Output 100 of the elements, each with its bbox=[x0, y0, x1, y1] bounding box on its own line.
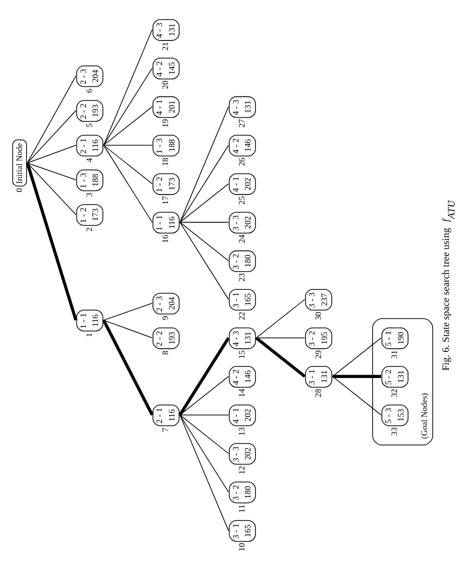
connector bbox=[180, 222, 229, 300]
node-label: 10 bbox=[236, 542, 247, 552]
connector bbox=[332, 376, 382, 416]
node-box: 3 - 2 195 bbox=[305, 328, 332, 350]
node-label: 16 bbox=[160, 234, 170, 244]
connector bbox=[103, 144, 153, 184]
node-box: 1 - 3 188 bbox=[76, 170, 104, 192]
node-label: 8 bbox=[160, 350, 170, 355]
connector bbox=[178, 337, 230, 416]
node-label: 25 bbox=[236, 196, 247, 205]
node-label: 18 bbox=[160, 158, 170, 166]
node-label: 0 bbox=[14, 188, 24, 192]
node-label: 3 bbox=[84, 192, 94, 197]
connector bbox=[103, 29, 153, 146]
connector bbox=[255, 336, 306, 378]
connector bbox=[256, 298, 306, 338]
node-label: 12 bbox=[236, 466, 247, 474]
node-box: 4 - 3 131 bbox=[152, 19, 180, 41]
node-label: 32 bbox=[389, 388, 400, 398]
node-box: 4 - 1 201 bbox=[152, 96, 180, 118]
node-label: 7 bbox=[160, 428, 170, 432]
node-box: 4 - 3 131 bbox=[228, 96, 256, 118]
node-box: 5 - 1 190 bbox=[381, 328, 408, 350]
node-label: 27 bbox=[236, 119, 247, 128]
connector bbox=[103, 106, 153, 146]
node-box: 1 - 3 188 bbox=[152, 134, 180, 156]
connector bbox=[103, 68, 153, 146]
node-label: 4 bbox=[84, 158, 94, 162]
connector bbox=[26, 76, 76, 164]
node-label: 33 bbox=[389, 427, 400, 436]
node-label: 28 bbox=[312, 388, 323, 398]
node-box: 1 - 2 173 bbox=[76, 204, 104, 226]
node-box: 3 - 1 131 bbox=[305, 366, 332, 388]
node-box: 2 - 1 116 bbox=[152, 404, 180, 426]
node-label: 22 bbox=[236, 312, 247, 320]
node-label: 5 bbox=[84, 123, 94, 128]
connector bbox=[180, 414, 229, 531]
node-label: 19 bbox=[160, 119, 170, 128]
connector bbox=[102, 319, 154, 416]
connector bbox=[103, 320, 153, 338]
connector bbox=[180, 376, 229, 416]
node-label: 2 bbox=[84, 227, 94, 232]
connector bbox=[180, 414, 229, 454]
node-box: 5 - 2 131 bbox=[381, 366, 408, 388]
node-box: 4 - 1 202 bbox=[228, 173, 256, 195]
connector bbox=[180, 222, 229, 223]
node-box: 4 - 2 145 bbox=[152, 58, 180, 80]
connector bbox=[180, 414, 229, 492]
node-box: 3 - 3 202 bbox=[228, 443, 256, 465]
node-label: 24 bbox=[236, 234, 247, 244]
connector bbox=[26, 162, 78, 321]
node-label: 20 bbox=[160, 80, 170, 89]
node-box: 5 - 3 153 bbox=[381, 404, 408, 426]
connector bbox=[180, 106, 229, 223]
node-box: 3 - 1 165 bbox=[228, 288, 256, 311]
node-label: 26 bbox=[236, 158, 247, 166]
connector bbox=[26, 162, 76, 180]
node-box: 4 - 3 131 bbox=[228, 328, 256, 350]
connector bbox=[180, 222, 229, 262]
node-box: 2 - 2 193 bbox=[152, 328, 180, 350]
node-box: 3 - 2 180 bbox=[228, 250, 256, 272]
node-box: 3 - 3 202 bbox=[228, 212, 256, 234]
connector bbox=[103, 144, 153, 146]
node-label: 17 bbox=[160, 196, 170, 205]
node-box: 4 - 2 146 bbox=[228, 134, 256, 156]
node-box: 1 - 1 116 bbox=[152, 212, 180, 234]
node-label: 14 bbox=[236, 388, 247, 398]
node-label: 23 bbox=[236, 273, 247, 282]
connector bbox=[103, 302, 153, 321]
connector bbox=[180, 144, 229, 223]
node-box: 4 - 1 202 bbox=[228, 404, 256, 426]
node-box: 3 - 3 237 bbox=[305, 288, 332, 311]
node-box: 1 - 2 173 bbox=[152, 173, 180, 195]
node-box: 2 - 2 193 bbox=[76, 100, 104, 122]
node-box: 3 - 2 180 bbox=[228, 482, 256, 504]
node-label: 31 bbox=[389, 350, 400, 359]
node-label: 1 bbox=[84, 332, 94, 338]
node-box: 1 - 1 116 bbox=[76, 310, 104, 332]
connector bbox=[332, 338, 382, 377]
connector bbox=[26, 110, 76, 164]
node-label: 13 bbox=[236, 427, 247, 436]
node-label: 21 bbox=[160, 42, 170, 50]
node-box: 2 - 3 204 bbox=[76, 65, 104, 88]
node-box: Initial Node bbox=[12, 139, 27, 186]
node-label: 9 bbox=[160, 316, 170, 320]
node-label: 29 bbox=[312, 350, 323, 359]
connector bbox=[332, 374, 382, 378]
node-label: 15 bbox=[236, 350, 247, 359]
node-label: 6 bbox=[84, 88, 94, 93]
node-box: 3 - 1 165 bbox=[228, 520, 256, 542]
node-box: 2 - 1 116 bbox=[76, 134, 104, 156]
connector bbox=[103, 144, 153, 223]
node-box: 2 - 3 204 bbox=[152, 292, 180, 314]
node-label: 11 bbox=[236, 504, 247, 513]
connector bbox=[26, 162, 76, 215]
connector bbox=[26, 144, 76, 164]
node-box: 4 - 2 146 bbox=[228, 366, 256, 388]
node-label: 30 bbox=[312, 312, 323, 320]
connector bbox=[180, 414, 229, 416]
connector bbox=[180, 183, 229, 223]
